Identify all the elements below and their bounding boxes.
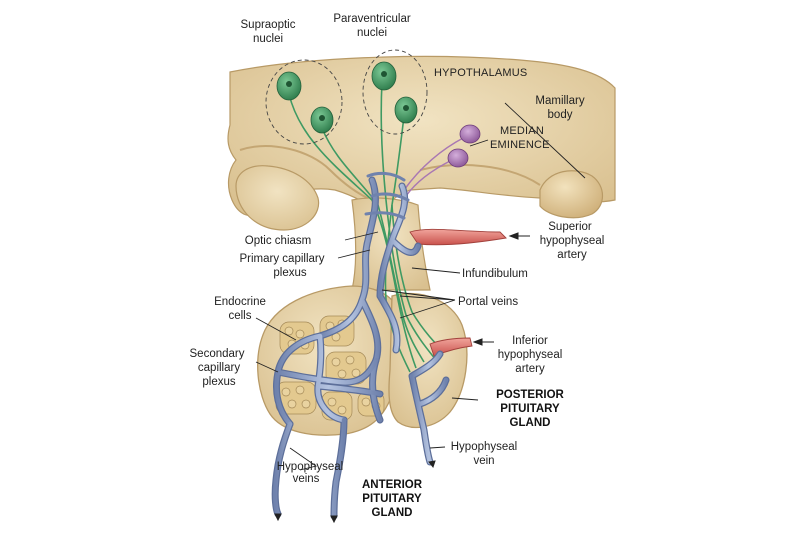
label-posterior: POSTERIOR [496,389,564,401]
arrow-down-icon [274,513,282,522]
label-hyp-vein-2: vein [473,455,494,467]
paraventricular-neurons [371,61,418,124]
label-hyp-veins-2: veins [293,473,320,485]
flow-arrows [274,232,530,524]
hypothalamic-releasing-neurons [447,124,481,168]
label-anterior-2: PITUITARY [362,493,422,505]
label-secondary: Secondary [190,348,245,360]
label-infundibulum: Infundibulum [462,268,528,280]
label-eminence: EMINENCE [490,139,550,151]
leader-lines [255,102,586,471]
label-inferior: Inferior [512,335,548,347]
optic-chiasm [235,165,320,231]
label-primary-plexus-2: plexus [273,267,306,279]
arrow-down-icon [330,515,338,524]
label-mamillary: Mamillary [535,95,584,107]
arrow-left-icon [472,338,483,346]
label-anterior-3: GLAND [372,507,413,519]
label-secondary-2: capillary [198,362,240,374]
posterior-pituitary-lobe [388,292,468,429]
endocrine-cluster [275,381,317,415]
label-endocrine-2: cells [228,310,251,322]
label-optic-chiasm: Optic chiasm [245,235,311,247]
label-paraventricular-2: nuclei [357,27,387,39]
label-secondary-3: plexus [202,376,235,388]
label-supraoptic-2: nuclei [253,33,283,45]
neuron-body [447,148,469,168]
label-hyp-veins: Hypophyseal [277,461,343,473]
superior-hypophyseal-artery [409,228,507,246]
arrow-down-icon [428,460,436,469]
supraoptic-neurons [276,71,334,134]
arrow-left-icon [508,232,519,240]
paraventricular-outline [362,49,428,135]
label-median: MEDIAN [500,125,544,137]
label-superior: Superior [548,221,592,233]
label-endocrine: Endocrine [214,296,266,308]
label-posterior-2: PITUITARY [500,403,560,415]
label-hyp-vein: Hypophyseal [451,441,517,453]
label-superior-3: artery [557,249,587,261]
nuclei-outlines [265,49,428,145]
label-mamillary-2: body [548,109,573,121]
label-superior-2: hypophyseal [540,235,605,247]
label-supraoptic: Supraoptic [241,19,296,31]
neuron-body [459,124,481,144]
label-inferior-3: artery [515,363,545,375]
label-portal-veins: Portal veins [458,296,518,308]
label-hypothalamus: HYPOTHALAMUS [434,67,527,79]
label-anterior: ANTERIOR [362,479,423,491]
mamillary-body [539,170,604,219]
label-paraventricular: Paraventricular [333,13,411,25]
labels: Supraoptic nuclei Paraventricular nuclei… [190,13,605,519]
label-primary-plexus: Primary capillary [240,253,325,265]
label-posterior-3: GLAND [510,417,551,429]
endocrine-cluster [325,351,367,385]
supraoptic-outline [265,59,343,145]
median-eminence-axons [403,136,466,197]
label-inferior-2: hypophyseal [498,349,563,361]
